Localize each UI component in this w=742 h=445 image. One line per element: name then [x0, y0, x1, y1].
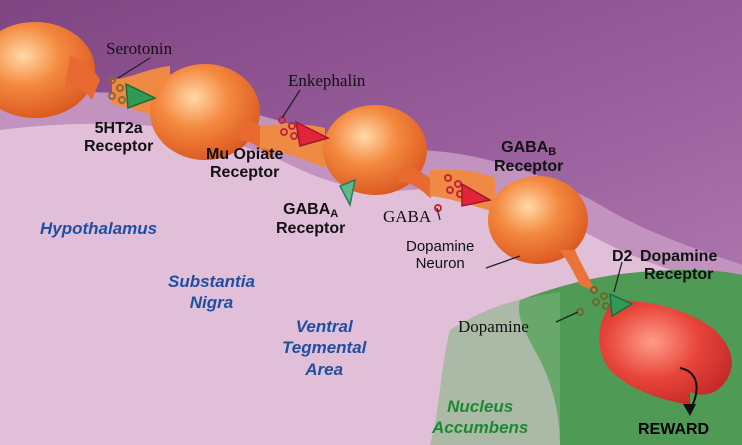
vta-line3: Area: [305, 359, 344, 379]
pathway-band-lower: [0, 91, 742, 290]
neuron-1: [0, 22, 100, 118]
gaba-b-line2: Receptor: [494, 158, 564, 176]
gaba-b-receptor-label: GABAB Receptor: [494, 139, 563, 176]
mu-opiate-line2: Receptor: [209, 163, 280, 181]
mu-opiate-line1: Mu Opiate: [206, 146, 284, 163]
substantia-line2: Nigra: [189, 293, 234, 313]
gaba-a-receptor-label: GABAA Receptor: [276, 201, 345, 238]
synapse-gaba: [434, 174, 493, 212]
vta-line2: Tegmental: [282, 338, 367, 358]
reward-neuron: [599, 300, 732, 405]
neuron-2: [112, 64, 280, 160]
serotonin-label: Serotonin: [106, 39, 173, 58]
synapse-dopamine: [576, 286, 634, 318]
leader-lines: [117, 57, 623, 323]
gaba-a-line2: Receptor: [276, 220, 346, 238]
region-nucleus-accumbens: Nucleus Accumbens: [432, 396, 528, 439]
neuron-4-dopamine: [430, 169, 596, 292]
synapse-serotonin: [108, 76, 157, 110]
dopamine-label: Dopamine: [458, 317, 529, 336]
dopamine-receptor-line1: Dopamine: [640, 248, 718, 265]
d2-label: D2: [612, 248, 633, 265]
enkephalin-label: Enkephalin: [288, 71, 366, 90]
nucleus-line1: Nucleus: [447, 397, 514, 416]
receptor-5ht2a-line1: 5HT2a: [94, 120, 143, 137]
gaba-a-receptor-shape: [338, 178, 357, 208]
receptor-5ht2a-line2: Receptor: [84, 137, 154, 155]
dopamine-receptor-label: Dopamine Receptor: [640, 248, 717, 283]
gaba-label: GABA: [383, 207, 432, 226]
receptor-5ht2a-label: 5HT2a Receptor: [84, 120, 153, 155]
dopamine-neuron-label: Dopamine Neuron: [406, 238, 475, 272]
dopamine-receptor-line2: Receptor: [643, 265, 714, 283]
mu-opiate-receptor-label: Mu Opiate Receptor: [206, 146, 283, 181]
nucleus-line2: Accumbens: [432, 418, 529, 438]
dopamine-neuron-line2: Neuron: [415, 254, 465, 272]
substantia-line1: Substantia: [168, 272, 255, 291]
dopamine-neuron-line1: Dopamine: [406, 238, 475, 255]
region-ventral-tegmental-area: Ventral Tegmental Area: [282, 316, 366, 380]
nucleus-accumbens-fade: [430, 292, 560, 445]
gaba-a-sub: A: [330, 208, 339, 220]
gaba-b-main: GABA: [501, 139, 549, 156]
region-substantia-nigra: Substantia Nigra: [168, 271, 255, 314]
gaba-a-main: GABA: [283, 201, 331, 218]
reward-label: REWARD: [638, 421, 710, 438]
gaba-b-sub: B: [548, 146, 557, 158]
region-hypothalamus: Hypothalamus: [40, 219, 158, 238]
vta-line1: Ventral: [295, 317, 353, 336]
